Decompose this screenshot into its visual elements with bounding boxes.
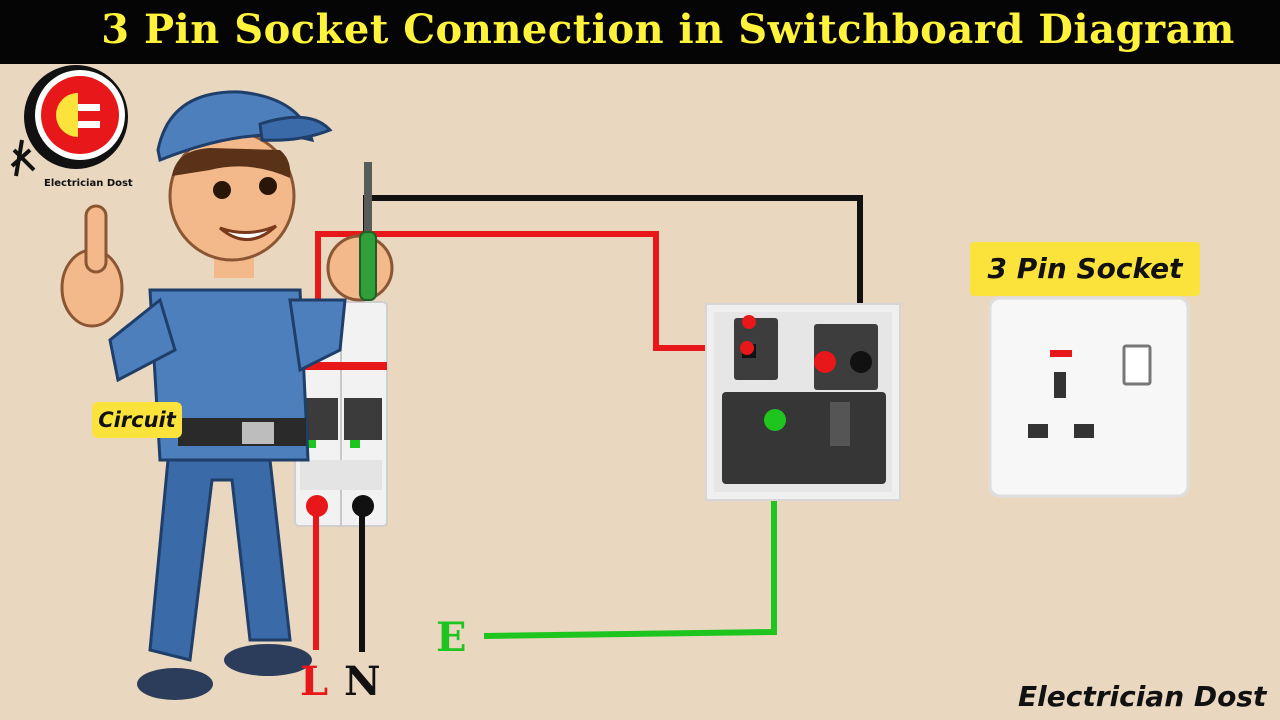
breaker-live-terminal: [306, 495, 328, 517]
earth-label: E: [436, 614, 467, 661]
socket-earth-terminal: [764, 409, 786, 431]
socket-live-terminal: [814, 351, 836, 373]
electrician-mascot-icon: [60, 90, 394, 700]
socket-neutral-terminal: [850, 351, 872, 373]
breaker-neutral-terminal: [352, 495, 374, 517]
socket-switch-terminal-2: [740, 341, 754, 355]
socket-module-icon: [705, 303, 901, 501]
live-wire-top: [315, 231, 745, 351]
electrician-dost-logo-icon: [10, 65, 128, 177]
socket-label: 3 Pin Socket: [970, 242, 1200, 296]
brand-footer: Electrician Dost: [1018, 680, 1267, 713]
screwdriver-icon: [359, 162, 377, 301]
title-bar: 3 Pin Socket Connection in Switchboard D…: [0, 0, 1280, 64]
three-pin-socket-icon: [988, 296, 1190, 498]
circuit-label: Circuit: [92, 402, 182, 438]
live-label: L: [300, 658, 329, 705]
socket-switch-terminal-1: [742, 315, 756, 329]
logo-caption: Electrician Dost: [44, 178, 133, 189]
page-title: 3 Pin Socket Connection in Switchboard D…: [101, 6, 1235, 53]
neutral-label: N: [344, 658, 381, 705]
